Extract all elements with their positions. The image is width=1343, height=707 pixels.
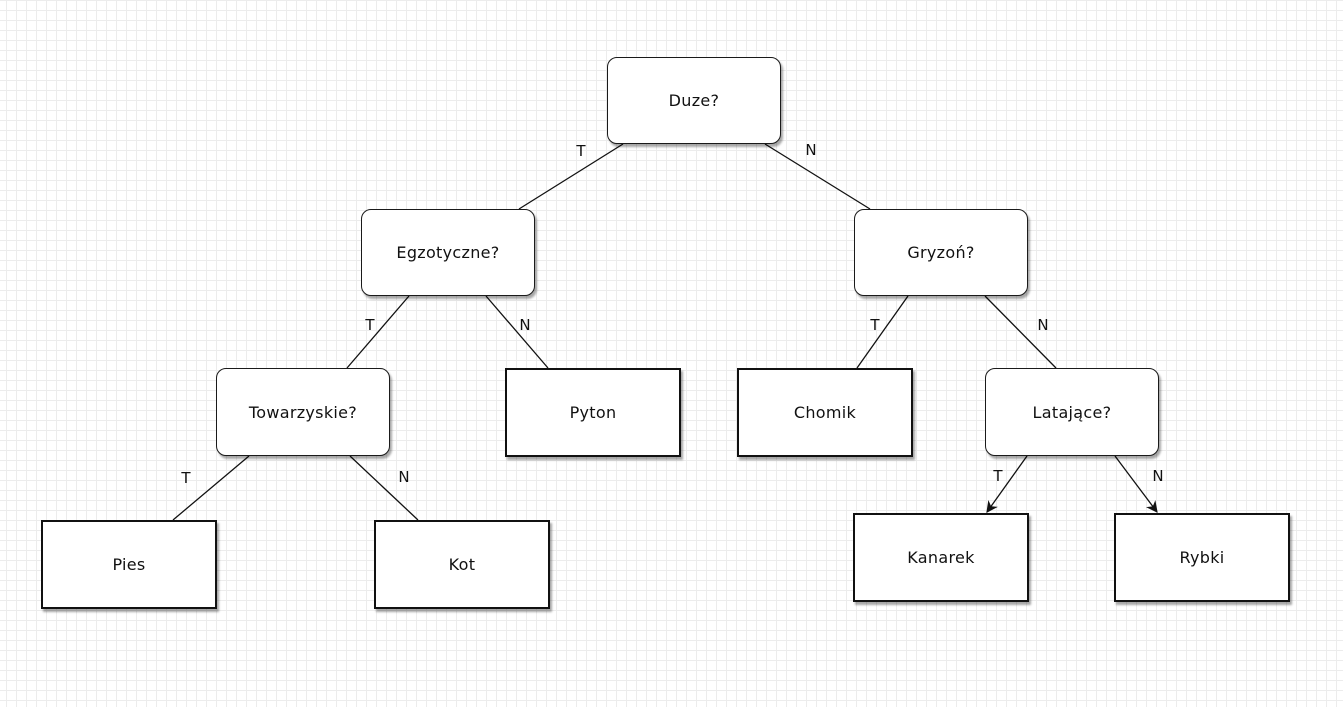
edge-label-egzotyczne-pyton: N (519, 316, 531, 334)
edge-label-root-gryzon: N (805, 141, 817, 159)
leaf-node-pyton[interactable]: Pyton (505, 368, 681, 457)
edge-label-latajace-rybki: N (1152, 467, 1164, 485)
edge-root-gryzon (764, 143, 871, 210)
edge-label-latajace-kanarek: T (993, 467, 1003, 485)
decision-node-latajace[interactable]: Latające? (985, 368, 1159, 456)
edge-label-towarzyskie-kot: N (398, 468, 410, 486)
leaf-node-kot[interactable]: Kot (374, 520, 550, 609)
edge-label-towarzyskie-pies: T (181, 469, 191, 487)
edge-gryzon-latajace (984, 295, 1057, 369)
decision-node-gryzon[interactable]: Gryzoń? (854, 209, 1028, 296)
edge-latajace-kanarek (986, 455, 1028, 513)
edge-towarzyskie-kot (349, 455, 419, 521)
node-label: Rybki (1179, 548, 1225, 567)
edge-egzotyczne-pyton (485, 295, 549, 369)
edge-egzotyczne-towarzyskie (346, 295, 410, 369)
leaf-node-pies[interactable]: Pies (41, 520, 217, 609)
edge-label-gryzon-chomik: T (870, 316, 880, 334)
node-label: Kanarek (907, 548, 975, 567)
edge-label-egzotyczne-towarzyskie: T (365, 316, 375, 334)
edge-gryzon-chomik (856, 295, 909, 369)
edge-towarzyskie-pies (172, 455, 250, 521)
edge-root-egzotyczne (518, 143, 624, 210)
node-label: Egzotyczne? (396, 243, 500, 262)
node-label: Duze? (668, 91, 720, 110)
leaf-node-rybki[interactable]: Rybki (1114, 513, 1290, 602)
node-label: Pyton (569, 403, 617, 422)
node-label: Chomik (793, 403, 857, 422)
decision-node-duze[interactable]: Duze? (607, 57, 781, 144)
node-label: Gryzoń? (907, 243, 975, 262)
edge-label-root-egzotyczne: T (576, 142, 586, 160)
node-label: Pies (112, 555, 146, 574)
leaf-node-kanarek[interactable]: Kanarek (853, 513, 1029, 602)
leaf-node-chomik[interactable]: Chomik (737, 368, 913, 457)
edge-latajace-rybki (1114, 455, 1158, 513)
node-label: Kot (448, 555, 476, 574)
node-label: Latające? (1032, 402, 1112, 422)
node-label: Towarzyskie? (248, 402, 358, 422)
edge-label-gryzon-latajace: N (1037, 316, 1049, 334)
decision-node-towarzyskie[interactable]: Towarzyskie? (216, 368, 390, 456)
decision-node-egzotyczne[interactable]: Egzotyczne? (361, 209, 535, 296)
